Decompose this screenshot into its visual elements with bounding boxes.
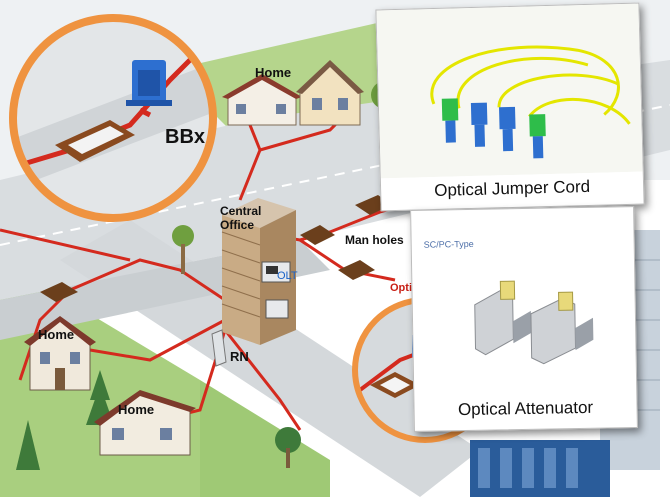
grass-bottom <box>200 380 330 497</box>
central-office-building <box>221 198 296 345</box>
attenuator-icon <box>474 280 594 365</box>
yellow-cable-icon <box>430 45 631 125</box>
attenuator-caption: Optical Attenuator <box>457 397 594 420</box>
label-rn: RN <box>230 349 249 364</box>
jumper-cord-caption: Optical Jumper Cord <box>433 176 591 201</box>
label-man-holes: Man holes <box>345 233 404 247</box>
jumper-cord-image <box>376 3 643 179</box>
attenuator-card: SC/PC-Type Optical Attenuator <box>410 206 638 432</box>
home-left <box>24 316 96 391</box>
label-home-bottom: Home <box>118 402 155 417</box>
home-bottom <box>94 390 196 456</box>
label-olt: OLT <box>277 270 298 282</box>
label-optical-partial: Optic <box>390 282 419 294</box>
label-home-left: Home <box>38 327 75 342</box>
magnifier-bbx <box>9 14 217 222</box>
label-home-top: Home <box>255 65 292 80</box>
attenuator-image <box>474 280 594 365</box>
home-top <box>222 60 399 126</box>
connector-icons <box>441 98 546 159</box>
label-bbx: BBx <box>165 126 206 148</box>
label-central-office: Central Office <box>220 204 262 232</box>
manholes <box>40 195 392 302</box>
jumper-cord-card: Optical Jumper Cord <box>375 2 645 212</box>
rn-cabinet <box>211 329 227 367</box>
